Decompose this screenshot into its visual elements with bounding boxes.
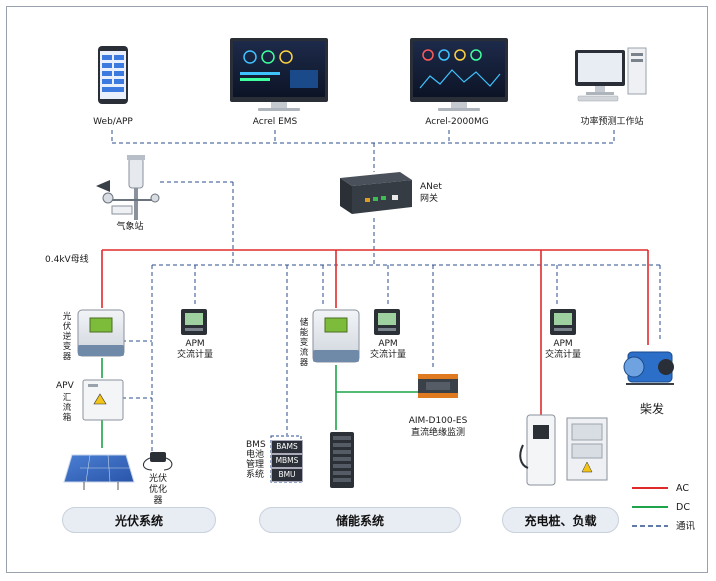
apm-meter-icon bbox=[374, 309, 400, 335]
combiner-box-icon bbox=[82, 379, 124, 421]
diagram-frame bbox=[6, 6, 708, 573]
pv-inverter-label: 光伏逆变器 bbox=[62, 312, 72, 362]
aim-sub: 直流绝缘监测 bbox=[410, 428, 466, 438]
storage-converter-icon bbox=[312, 309, 360, 363]
legend-ac-label: AC bbox=[676, 483, 689, 494]
monitor-ems-icon bbox=[230, 38, 328, 111]
acrel-mg-label: Acrel-2000MG bbox=[425, 117, 489, 127]
battery-rack-icon bbox=[330, 432, 354, 488]
acrel-ems-label: Acrel EMS bbox=[252, 117, 298, 127]
pv-inverter-icon bbox=[77, 309, 125, 357]
weather-label: 气象站 bbox=[116, 222, 144, 232]
aim-device-icon bbox=[418, 374, 458, 398]
gateway-icon bbox=[340, 172, 412, 214]
charging-load-group: 充电桩、负载 bbox=[502, 507, 619, 533]
storage-converter-label: 储能变流器 bbox=[299, 318, 309, 368]
ac-lines bbox=[101, 249, 649, 415]
gateway-name: ANet bbox=[420, 182, 442, 192]
solar-panel-icon bbox=[63, 454, 135, 490]
weather-station-icon bbox=[96, 155, 160, 220]
bms-label: BMS电池管理系统 bbox=[246, 440, 266, 480]
bms-box-bams: BAMS bbox=[271, 440, 303, 454]
load-cabinet-icon bbox=[566, 417, 608, 481]
comm-lines bbox=[111, 130, 661, 455]
pv-system-group: 光伏系统 bbox=[62, 507, 216, 533]
bus-label: 0.4kV母线 bbox=[45, 255, 89, 265]
monitor-mg-icon bbox=[410, 38, 508, 111]
bms-box-bmu: BMU bbox=[271, 468, 303, 482]
bms-box-mbms: MBMS bbox=[271, 454, 303, 468]
gateway-label: 网关 bbox=[420, 194, 439, 204]
phone-icon bbox=[98, 46, 128, 104]
optimizer-icon bbox=[143, 452, 173, 471]
pv-apm-sub: 交流计量 bbox=[176, 350, 214, 360]
storage-system-group: 储能系统 bbox=[259, 507, 461, 533]
combiner-model: APV bbox=[56, 381, 74, 391]
diesel-generator-icon bbox=[623, 351, 674, 385]
charging-apm-sub: 交流计量 bbox=[544, 350, 582, 360]
legend-comm-label: 通讯 bbox=[676, 521, 696, 532]
combiner-label: 汇流箱 bbox=[62, 393, 72, 423]
charger-icon bbox=[519, 414, 556, 486]
charging-apm-label: APM bbox=[553, 339, 573, 349]
web-app-label: Web/APP bbox=[93, 117, 133, 127]
legend-dc-label: DC bbox=[676, 502, 690, 513]
apm-meter-icon bbox=[550, 309, 576, 335]
aim-label: AIM-D100-ES bbox=[408, 416, 468, 426]
diesel-label: 柴发 bbox=[639, 402, 665, 416]
optimizer-label: 光伏优化器 bbox=[148, 474, 167, 506]
forecast-label: 功率预测工作站 bbox=[580, 117, 644, 127]
pv-apm-label: APM bbox=[185, 339, 205, 349]
apm-meter-icon bbox=[181, 309, 207, 335]
dc-lines bbox=[101, 358, 418, 448]
workstation-icon bbox=[575, 47, 647, 102]
storage-apm-label: APM bbox=[378, 339, 398, 349]
storage-apm-sub: 交流计量 bbox=[369, 350, 407, 360]
